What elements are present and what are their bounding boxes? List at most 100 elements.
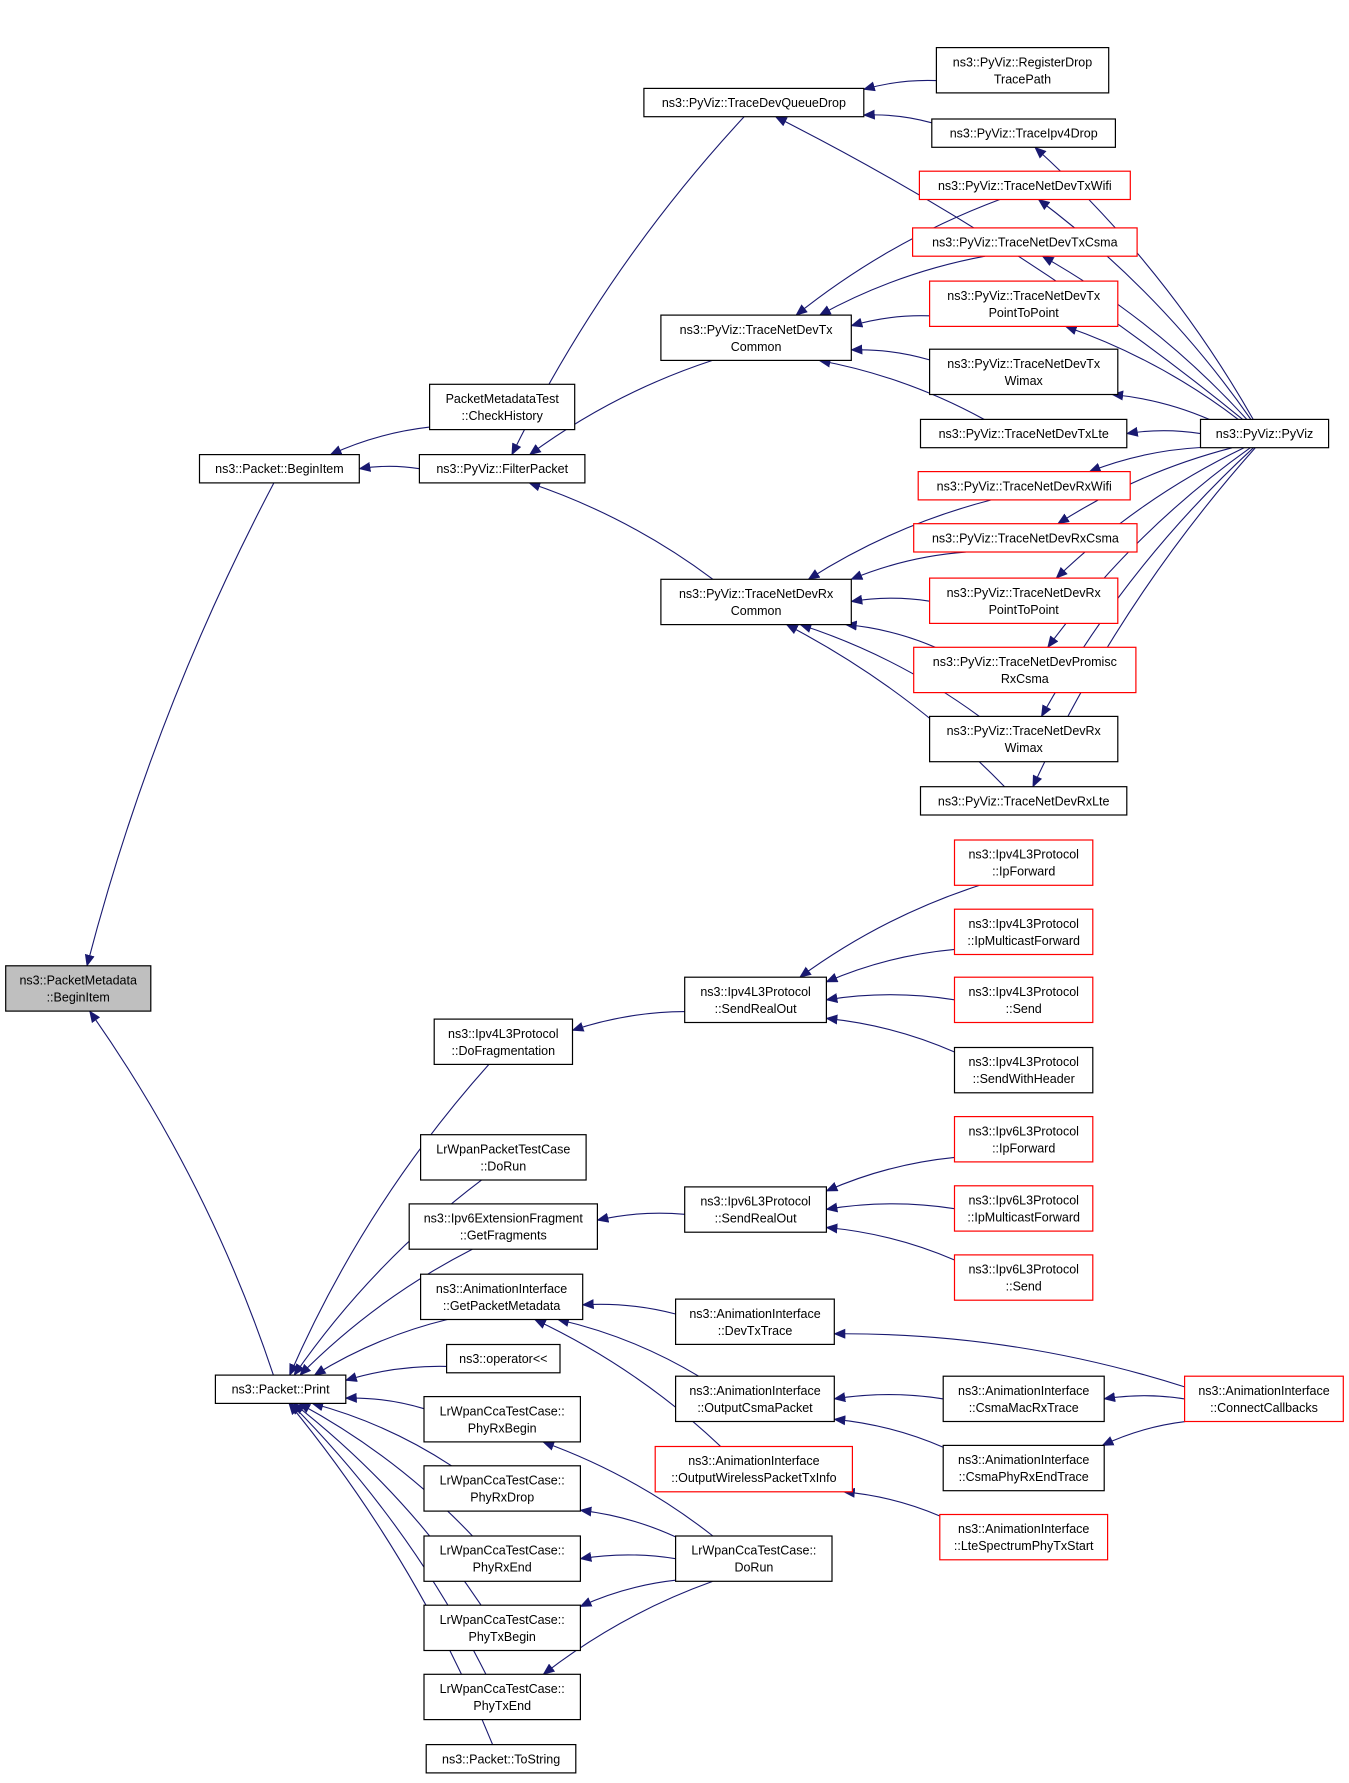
node-print[interactable]: ns3::Packet::Print <box>214 1374 347 1404</box>
node-box[interactable] <box>953 1185 1094 1232</box>
node-tostring[interactable]: ns3::Packet::ToString <box>425 1743 577 1774</box>
node-box[interactable] <box>660 578 852 626</box>
node-box[interactable] <box>928 348 1119 396</box>
node-ipv6extfrag[interactable]: ns3::Ipv6ExtensionFragment::GetFragments <box>408 1203 599 1250</box>
node-box[interactable] <box>423 1535 581 1582</box>
node-connectcb[interactable]: ns3::AnimationInterface::ConnectCallback… <box>1183 1375 1344 1423</box>
node-csmamacrx[interactable]: ns3::AnimationInterface::CsmaMacRxTrace <box>942 1375 1105 1423</box>
node-root[interactable]: ns3::PacketMetadata::BeginItem <box>5 965 152 1012</box>
node-box[interactable] <box>423 1395 581 1443</box>
node-csmaphyrx[interactable]: ns3::AnimationInterface::CsmaPhyRxEndTra… <box>942 1444 1105 1492</box>
node-box[interactable] <box>423 1673 581 1721</box>
node-box[interactable] <box>425 1743 577 1774</box>
node-box[interactable] <box>913 646 1137 694</box>
node-box[interactable] <box>942 1444 1105 1492</box>
node-box[interactable] <box>939 1513 1109 1561</box>
node-rxwifi[interactable]: ns3::PyViz::TraceNetDevRxWifi <box>917 471 1131 501</box>
node-box[interactable] <box>953 908 1094 956</box>
node-phyrxend[interactable]: LrWpanCcaTestCase::PhyRxEnd <box>423 1535 581 1582</box>
node-lrwpanpkt[interactable]: LrWpanPacketTestCase::DoRun <box>420 1134 587 1181</box>
node-devtxtrace[interactable]: ns3::AnimationInterface::DevTxTrace <box>674 1298 835 1345</box>
node-box[interactable] <box>5 965 152 1012</box>
node-box[interactable] <box>418 454 586 484</box>
node-box[interactable] <box>446 1343 561 1374</box>
node-dofrag[interactable]: ns3::Ipv4L3Protocol::DoFragmentation <box>433 1018 574 1065</box>
node-box[interactable] <box>420 1273 584 1321</box>
node-box[interactable] <box>429 383 576 431</box>
node-box[interactable] <box>420 1134 587 1181</box>
node-ipv4mcast[interactable]: ns3::Ipv4L3Protocol::IpMulticastForward <box>953 908 1094 956</box>
node-ipv4ipfwd[interactable]: ns3::Ipv4L3Protocol::IpForward <box>953 839 1094 886</box>
node-traceipv4drop[interactable]: ns3::PyViz::TraceIpv4Drop <box>931 118 1116 148</box>
node-ipv4sendrealout[interactable]: ns3::Ipv4L3Protocol::SendRealOut <box>684 976 828 1024</box>
node-txcsma[interactable]: ns3::PyViz::TraceNetDevTxCsma <box>911 227 1138 257</box>
node-box[interactable] <box>928 715 1119 763</box>
node-box[interactable] <box>919 786 1128 816</box>
node-ccadorun[interactable]: LrWpanCcaTestCase::DoRun <box>674 1535 833 1582</box>
node-ltespectrum[interactable]: ns3::AnimationInterface::LteSpectrumPhyT… <box>939 1513 1109 1561</box>
node-ipv4send[interactable]: ns3::Ipv4L3Protocol::Send <box>953 976 1094 1024</box>
node-box[interactable] <box>674 1375 835 1423</box>
node-box[interactable] <box>918 170 1131 201</box>
node-box[interactable] <box>928 280 1119 328</box>
node-checkhistory[interactable]: PacketMetadataTest::CheckHistory <box>429 383 576 431</box>
node-tracedevqueuedrop[interactable]: ns3::PyViz::TraceDevQueueDrop <box>643 87 865 118</box>
node-phytxend[interactable]: LrWpanCcaTestCase::PhyTxEnd <box>423 1673 581 1721</box>
node-box[interactable] <box>953 1046 1094 1094</box>
node-operator[interactable]: ns3::operator<< <box>446 1343 561 1374</box>
node-ipv6send[interactable]: ns3::Ipv6L3Protocol::Send <box>953 1254 1094 1301</box>
node-box[interactable] <box>953 1115 1094 1163</box>
node-filterpacket[interactable]: ns3::PyViz::FilterPacket <box>418 454 586 484</box>
node-box[interactable] <box>1183 1375 1344 1423</box>
node-box[interactable] <box>913 523 1138 553</box>
node-txwifi[interactable]: ns3::PyViz::TraceNetDevTxWifi <box>918 170 1131 201</box>
node-box[interactable] <box>919 418 1128 449</box>
node-box[interactable] <box>423 1604 581 1652</box>
node-box[interactable] <box>674 1298 835 1345</box>
node-phytxbegin[interactable]: LrWpanCcaTestCase::PhyTxBegin <box>423 1604 581 1652</box>
node-box[interactable] <box>917 471 1131 501</box>
node-box[interactable] <box>1199 418 1330 449</box>
node-box[interactable] <box>423 1465 581 1512</box>
node-box[interactable] <box>408 1203 599 1250</box>
node-phyrxbegin[interactable]: LrWpanCcaTestCase::PhyRxBegin <box>423 1395 581 1443</box>
node-getpktmeta[interactable]: ns3::AnimationInterface::GetPacketMetada… <box>420 1273 584 1321</box>
node-pyviz[interactable]: ns3::PyViz::PyViz <box>1199 418 1330 449</box>
node-box[interactable] <box>684 976 828 1024</box>
node-phyrxdrop[interactable]: LrWpanCcaTestCase::PhyRxDrop <box>423 1465 581 1512</box>
node-outwireless[interactable]: ns3::AnimationInterface::OutputWirelessP… <box>654 1445 854 1493</box>
node-beginitem[interactable]: ns3::Packet::BeginItem <box>198 454 360 484</box>
node-box[interactable] <box>654 1445 854 1493</box>
node-ipv4sendwh[interactable]: ns3::Ipv4L3Protocol::SendWithHeader <box>953 1046 1094 1094</box>
node-rxlte[interactable]: ns3::PyViz::TraceNetDevRxLte <box>919 786 1128 816</box>
node-box[interactable] <box>214 1374 347 1404</box>
node-rxcsma[interactable]: ns3::PyViz::TraceNetDevRxCsma <box>913 523 1138 553</box>
node-box[interactable] <box>928 577 1119 624</box>
node-ipv6ipfwd[interactable]: ns3::Ipv6L3Protocol::IpForward <box>953 1115 1094 1163</box>
node-box[interactable] <box>931 118 1116 148</box>
node-box[interactable] <box>674 1535 833 1582</box>
node-box[interactable] <box>433 1018 574 1065</box>
node-outcsma[interactable]: ns3::AnimationInterface::OutputCsmaPacke… <box>674 1375 835 1423</box>
node-box[interactable] <box>660 314 852 362</box>
node-box[interactable] <box>942 1375 1105 1423</box>
node-txlte[interactable]: ns3::PyViz::TraceNetDevTxLte <box>919 418 1128 449</box>
node-box[interactable] <box>953 839 1094 886</box>
node-box[interactable] <box>911 227 1138 257</box>
node-ipv6sendrealout[interactable]: ns3::Ipv6L3Protocol::SendRealOut <box>684 1186 828 1233</box>
node-box[interactable] <box>198 454 360 484</box>
node-box[interactable] <box>953 1254 1094 1301</box>
node-box[interactable] <box>953 976 1094 1024</box>
node-box[interactable] <box>643 87 865 118</box>
node-box[interactable] <box>684 1186 828 1233</box>
node-box[interactable] <box>935 46 1110 94</box>
node-ipv6mcast[interactable]: ns3::Ipv6L3Protocol::IpMulticastForward <box>953 1185 1094 1232</box>
